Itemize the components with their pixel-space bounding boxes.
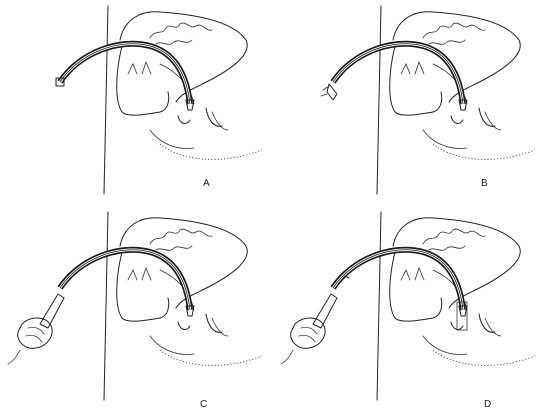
panel-b: B (273, 0, 546, 206)
neck-curve (423, 336, 467, 354)
neck-curve (150, 130, 194, 148)
panel-a: A (0, 0, 273, 206)
endotracheal-tube-core (60, 250, 190, 310)
chest-contour (160, 144, 262, 159)
nasal-cavity-outline (390, 252, 442, 321)
turbinate-folds-lower (156, 40, 192, 44)
endotracheal-tube (60, 250, 190, 310)
epiglottis-mark (212, 318, 228, 336)
panel-d: D (273, 206, 546, 412)
larynx-marks (451, 108, 495, 126)
panel-c-drawing (0, 206, 273, 412)
panel-a-drawing (0, 0, 273, 206)
endotracheal-tube-lumen (60, 250, 190, 310)
turbinate-folds (423, 23, 485, 38)
reference-line (377, 6, 381, 194)
scene-a (56, 6, 262, 194)
reference-line (104, 212, 108, 400)
chest-contour (160, 350, 262, 365)
larynx-marks (451, 314, 495, 332)
turbinate-folds-lower (156, 246, 192, 250)
scene-b (321, 6, 535, 194)
oral-marks (128, 62, 151, 74)
reference-line (377, 212, 381, 400)
panel-b-drawing (273, 0, 546, 206)
oral-marks (128, 268, 151, 280)
endotracheal-tube (333, 44, 463, 104)
head-outline (120, 218, 247, 308)
hand-fingers (299, 327, 317, 342)
chest-contour (433, 144, 535, 159)
panel-label-b: B (481, 178, 488, 189)
chest-contour (433, 350, 535, 365)
hand-fingers (26, 327, 44, 342)
oral-marks (401, 62, 424, 74)
cable (8, 350, 20, 364)
endotracheal-tube (333, 250, 463, 310)
hand-outline (18, 318, 52, 348)
endotracheal-tube-core (60, 44, 190, 104)
endotracheal-tube-lumen (60, 44, 190, 104)
turbinate-folds (150, 229, 212, 244)
panel-label-a: A (203, 178, 210, 189)
scope-handle (313, 294, 337, 328)
endotracheal-tube-lumen (333, 250, 463, 310)
neck-curve (150, 336, 194, 354)
turbinate-folds-lower (429, 40, 465, 44)
endotracheal-tube-core (333, 44, 463, 104)
hand-outline (291, 318, 325, 348)
nasal-cavity-outline (390, 46, 442, 115)
nasal-cavity-outline (117, 46, 169, 115)
epiglottis-mark (485, 112, 501, 130)
head-outline (393, 12, 520, 102)
panel-c: C (0, 206, 273, 412)
neck-curve (423, 130, 467, 148)
epiglottis-mark (212, 112, 228, 130)
oral-marks (401, 268, 424, 280)
turbinate-folds (423, 229, 485, 244)
scope-handle (40, 294, 64, 328)
epiglottis-mark (485, 318, 501, 336)
endotracheal-tube-lumen (333, 44, 463, 104)
scene-c (8, 212, 262, 400)
head-outline (120, 12, 247, 102)
larynx-marks (178, 108, 222, 126)
turbinate-folds-lower (429, 246, 465, 250)
panel-label-c: C (200, 399, 208, 410)
panel-label-d: D (484, 399, 492, 410)
panel-d-drawing (273, 206, 546, 412)
endotracheal-tube-core (333, 250, 463, 310)
reference-line (104, 6, 108, 194)
turbinate-folds (150, 23, 212, 38)
cable (281, 350, 293, 364)
scene-d (281, 212, 535, 400)
larynx-marks (178, 314, 222, 332)
head-outline (393, 218, 520, 308)
nasal-cavity-outline (117, 252, 169, 321)
endotracheal-tube (60, 44, 190, 104)
